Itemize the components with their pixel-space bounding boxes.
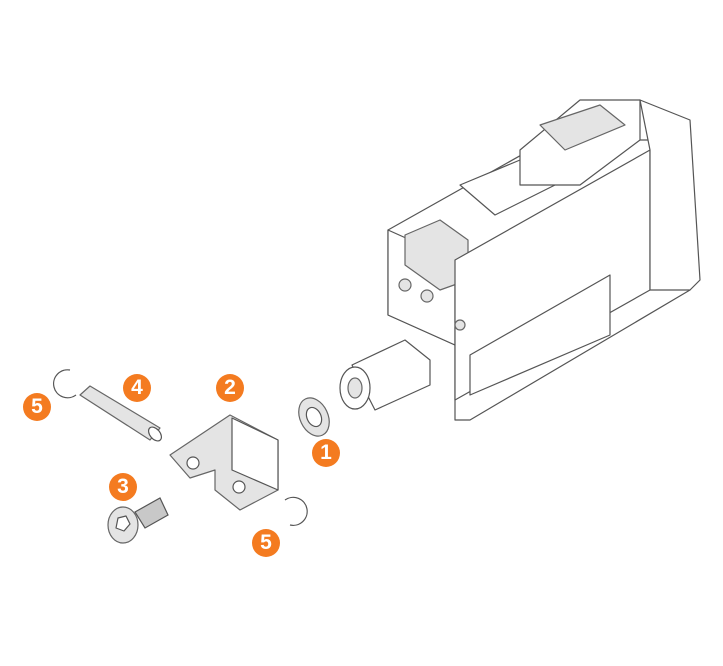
- e-clip-right: [284, 496, 308, 526]
- callout-4: 4: [123, 374, 151, 402]
- socket-head-screw: [107, 497, 169, 544]
- e-clip-left: [53, 369, 77, 399]
- callout-5-right: 5: [252, 529, 280, 557]
- callout-3: 3: [109, 473, 137, 501]
- callout-5-left: 5: [23, 393, 51, 421]
- clevis-pin: [79, 385, 163, 442]
- callout-1: 1: [312, 439, 340, 467]
- linear-actuator: [339, 99, 701, 421]
- lock-washer: [298, 397, 330, 437]
- callout-2: 2: [216, 374, 244, 402]
- clevis-bracket: [169, 414, 279, 511]
